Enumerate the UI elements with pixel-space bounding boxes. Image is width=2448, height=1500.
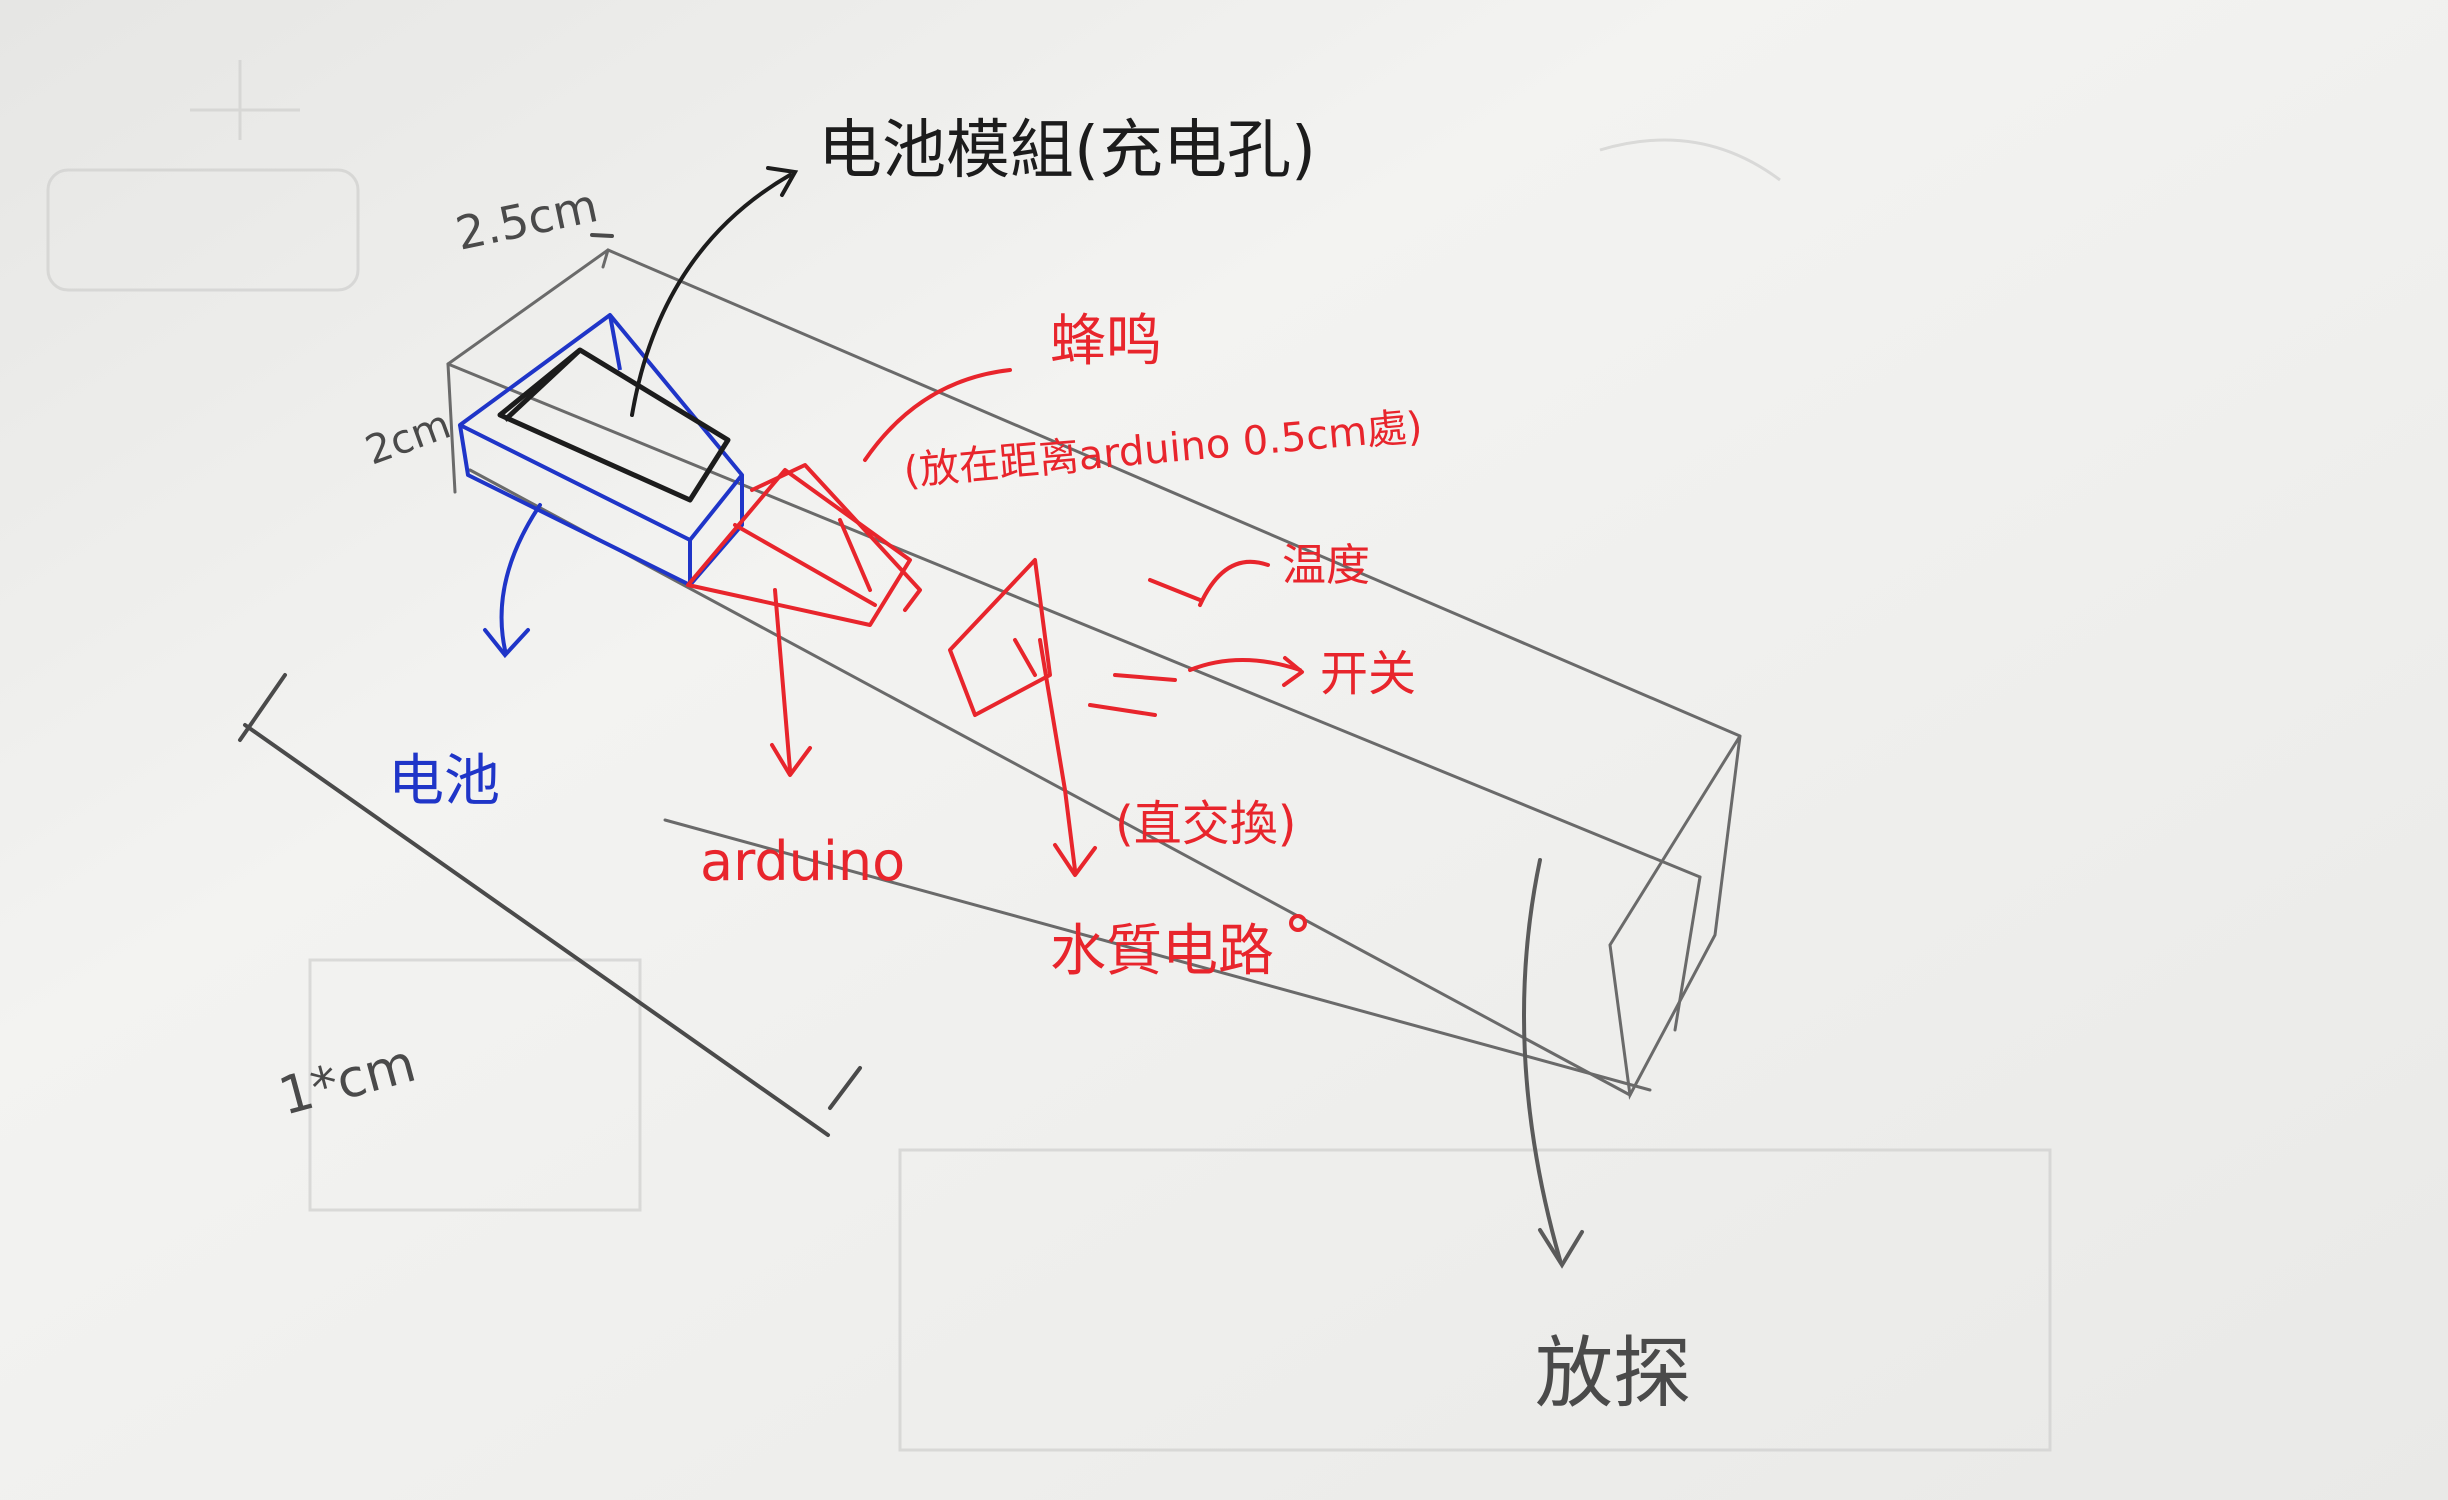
switch-label: 开关 [1320, 646, 1416, 702]
charging-module-outline [497, 347, 731, 503]
switch-arrow [1188, 658, 1302, 672]
battery-module-label: 电池模組(充电孔) [818, 114, 1316, 188]
paper-show-through [46, 60, 2052, 1452]
arduino-board [686, 468, 912, 627]
buzzer-outline [750, 463, 922, 612]
device-body-outline [446, 248, 1742, 1100]
red-components [686, 368, 1307, 932]
battery-module-arrow [630, 166, 799, 417]
temperature-arrow [1198, 559, 1270, 607]
probe-arrow [1522, 858, 1584, 1269]
water-quality-board [948, 558, 1052, 717]
battery-label: 电池 [388, 749, 500, 814]
buzzer-label: 蜂鸣 [1050, 309, 1162, 374]
dimension-lines [238, 233, 862, 1137]
battery-arrow [483, 503, 542, 659]
battery-box [458, 313, 744, 587]
arduino-label: arduino [700, 830, 905, 893]
water-quality-circuit-label: 水質电路 [1050, 919, 1274, 984]
dc-note-label: (直交換) [1115, 796, 1296, 852]
probe-label: 放探 [1535, 1329, 1691, 1419]
temperature-label: 温度 [1282, 540, 1370, 591]
